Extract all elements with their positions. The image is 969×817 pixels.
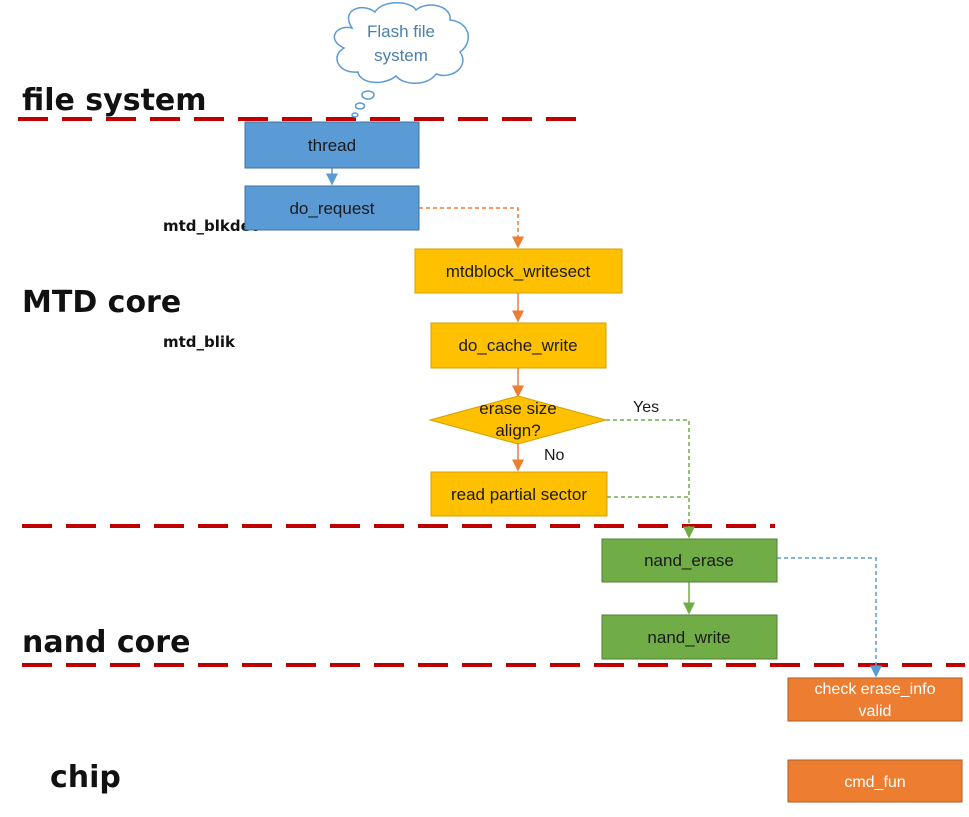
node-nand-erase: nand_erase <box>601 538 778 583</box>
module-label-mtd-blik: mtd_blik <box>163 333 236 351</box>
node-nand-write: nand_write <box>601 614 778 660</box>
node-cmd-fun-label: cmd_fun <box>844 774 905 791</box>
layer-label-mtd-core: MTD core <box>22 285 181 320</box>
layer-label-file-system: file system <box>22 83 207 118</box>
node-mtdblock-writesect: mtdblock_writesect <box>414 248 623 294</box>
edge-label-yes: Yes <box>633 399 659 416</box>
edge-decision-yes-to-nand-erase <box>606 419 695 539</box>
node-do-cache-write: do_cache_write <box>430 322 607 369</box>
check-line-1: check erase_info <box>815 681 936 698</box>
node-mtdblock-writesect-label: mtdblock_writesect <box>446 262 591 281</box>
node-thread: thread <box>244 121 420 169</box>
node-decision-erase-size-align: erase size align? <box>428 395 608 445</box>
node-nand-erase-label: nand_erase <box>644 551 734 570</box>
node-do-request: do_request <box>244 185 420 231</box>
cloud-line-2: system <box>374 46 428 65</box>
node-nand-write-label: nand_write <box>647 628 730 647</box>
node-cmd-fun: cmd_fun <box>787 759 963 803</box>
node-check-erase-info-valid: check erase_info valid <box>787 677 963 722</box>
node-do-request-label: do_request <box>289 199 374 218</box>
check-line-2: valid <box>859 703 892 720</box>
node-read-partial-sector-label: read partial sector <box>451 485 587 504</box>
decision-line-1: erase size <box>479 399 556 418</box>
cloud-line-1: Flash file <box>367 22 435 41</box>
node-thread-label: thread <box>308 136 356 155</box>
edge-label-no: No <box>544 447 565 464</box>
module-label-mtd-blkdev: mtd_blkdev <box>163 217 261 235</box>
edge-do-request-to-writesect <box>419 207 524 249</box>
edge-nand-erase-to-check <box>777 557 882 678</box>
layer-label-chip: chip <box>50 760 121 795</box>
node-do-cache-write-label: do_cache_write <box>458 336 577 355</box>
node-read-partial-sector: read partial sector <box>430 471 608 517</box>
layer-label-nand-core: nand core <box>22 625 190 660</box>
decision-line-2: align? <box>495 421 540 440</box>
cloud-flash-file-system: Flash file system <box>333 2 470 118</box>
